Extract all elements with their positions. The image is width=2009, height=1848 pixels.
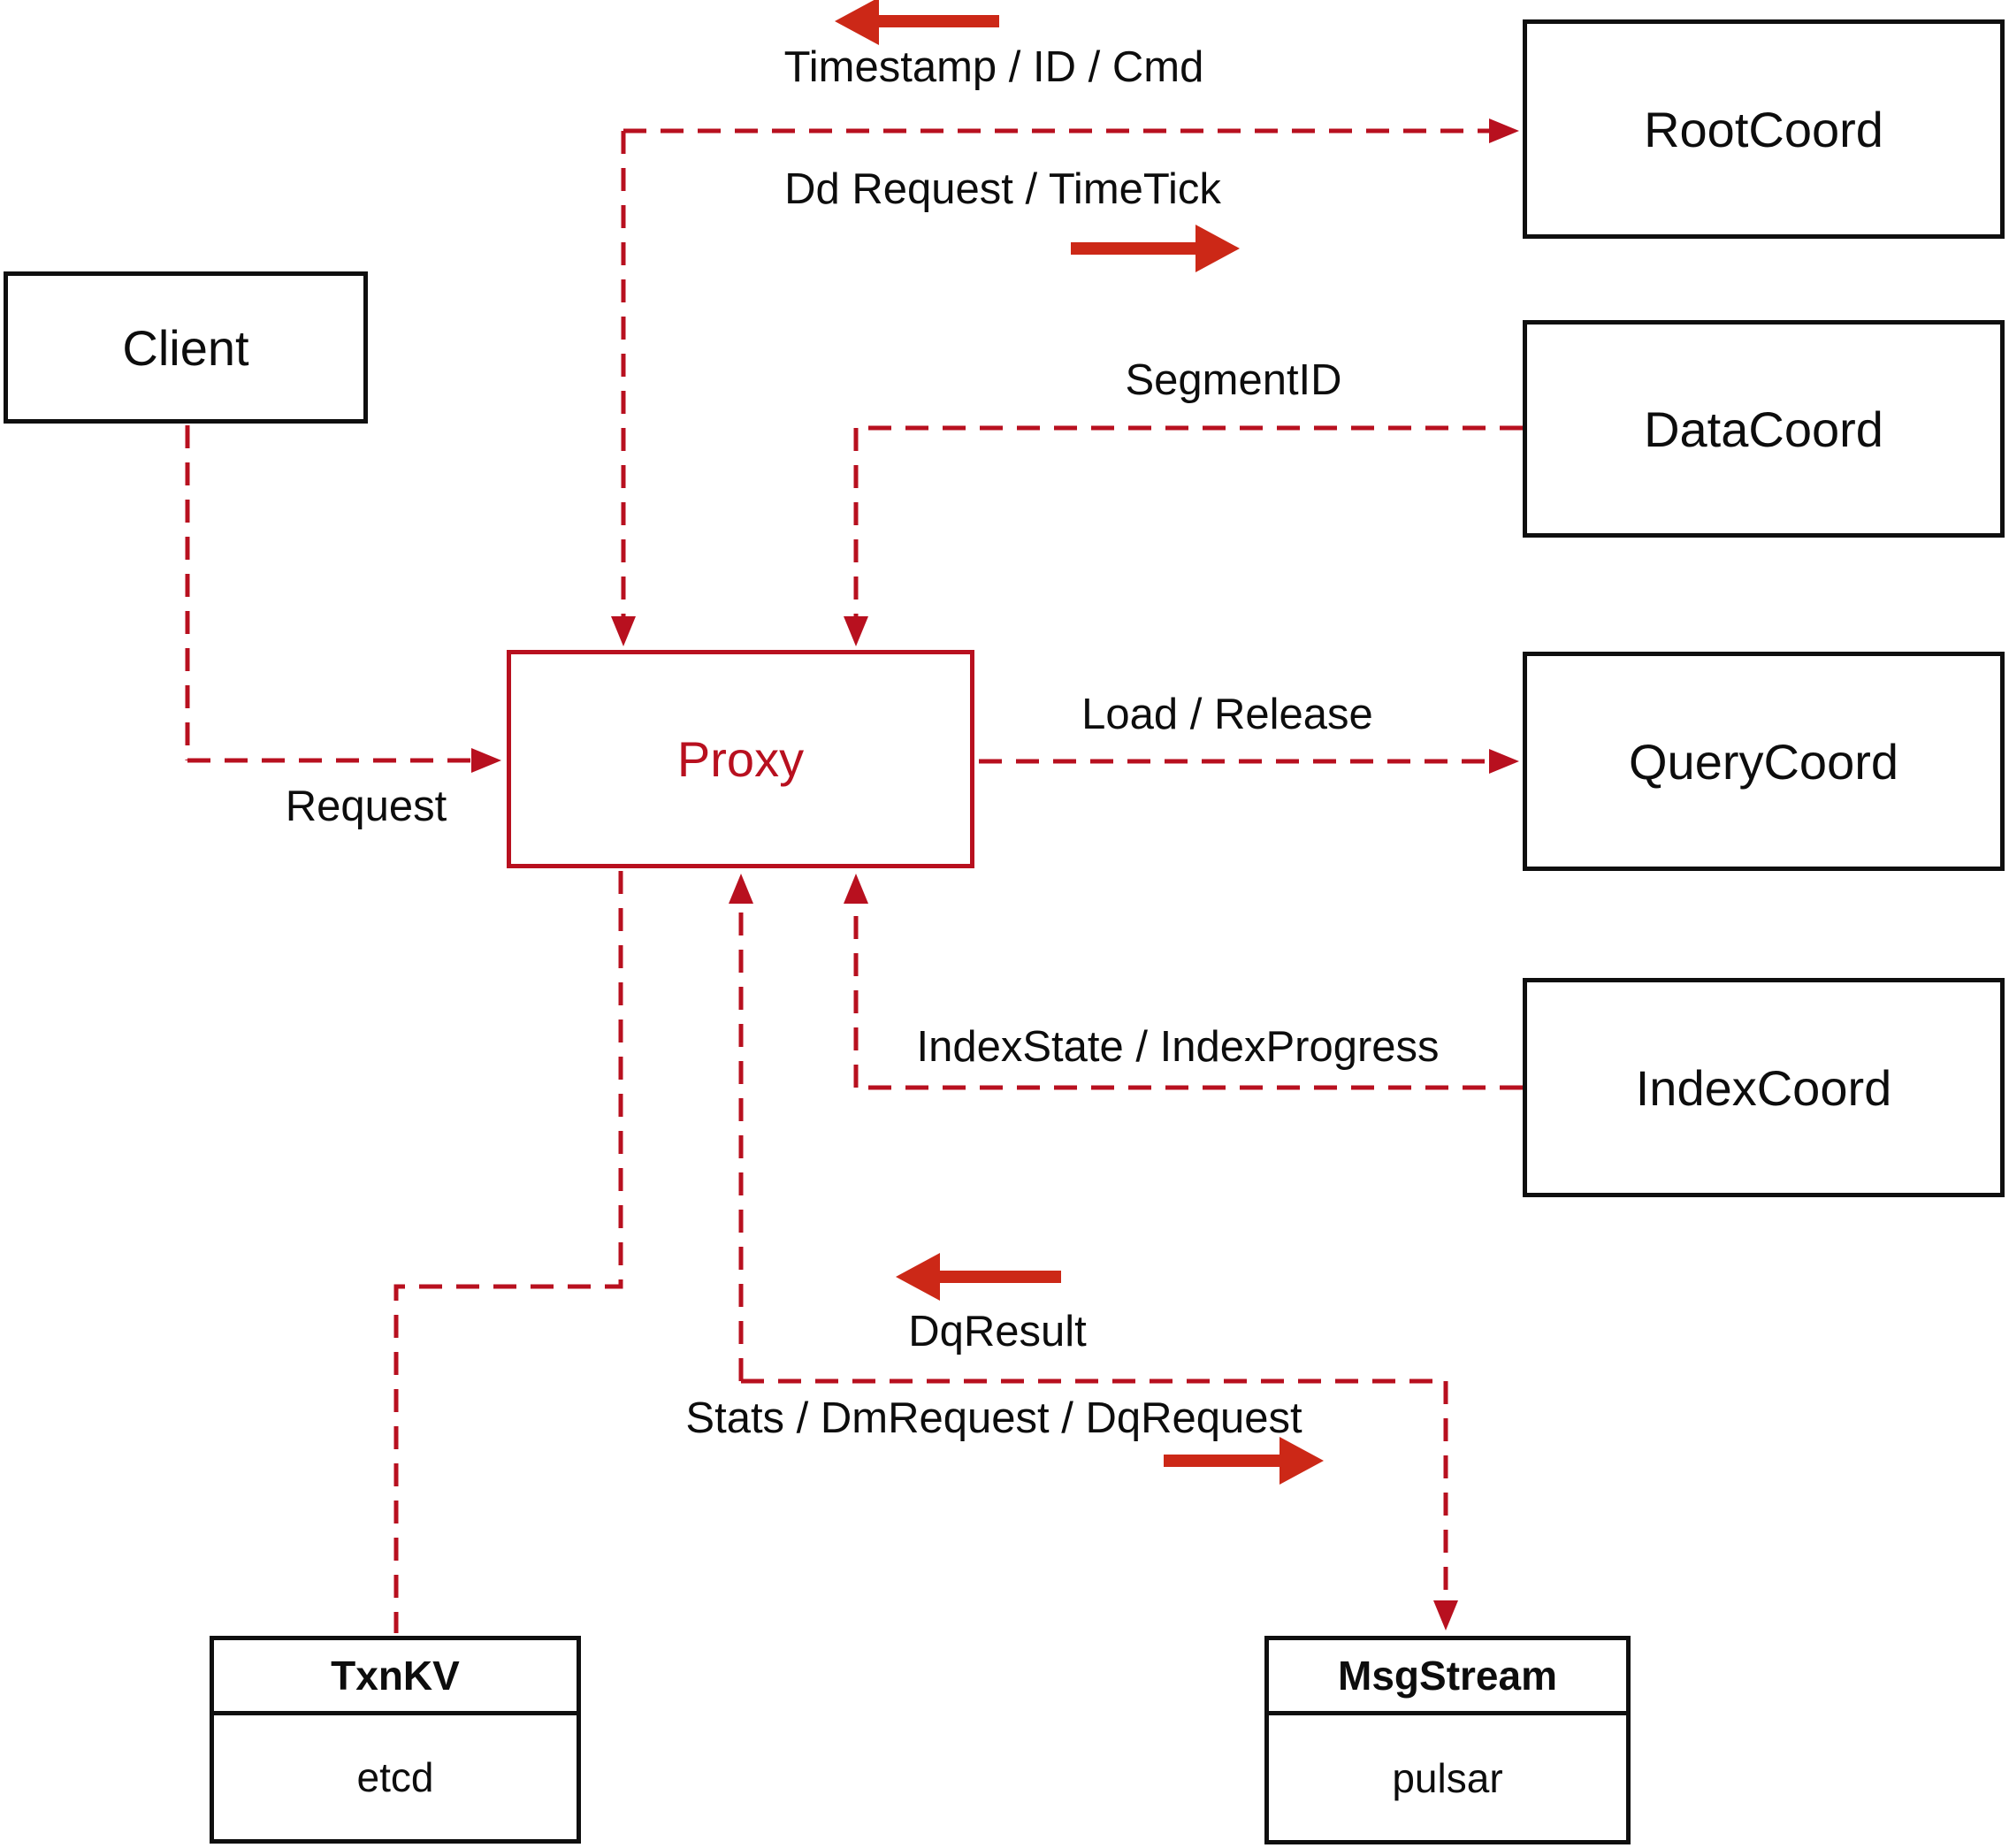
node-indexcoord: IndexCoord	[1523, 978, 2005, 1197]
node-proxy: Proxy	[507, 650, 974, 868]
node-datacoord: DataCoord	[1523, 320, 2005, 538]
edge-proxy-txnkv	[393, 871, 623, 1633]
node-indexcoord-label: IndexCoord	[1635, 1059, 1892, 1116]
node-txnkv-title: TxnKV	[214, 1640, 577, 1715]
node-msgstream-title: MsgStream	[1269, 1640, 1626, 1715]
node-proxy-label: Proxy	[676, 731, 805, 787]
edge-label-request: Request	[285, 783, 447, 830]
node-rootcoord-label: RootCoord	[1644, 101, 1883, 157]
node-msgstream: MsgStream pulsar	[1264, 1636, 1631, 1844]
timestamp-direction-arrow-left-icon	[835, 0, 999, 45]
edge-label-index-state: IndexState / IndexProgress	[916, 1023, 1440, 1071]
node-querycoord: QueryCoord	[1523, 652, 2005, 871]
edge-label-dd-request: Dd Request / TimeTick	[784, 165, 1221, 213]
node-querycoord-label: QueryCoord	[1628, 733, 1899, 790]
node-client: Client	[4, 271, 368, 424]
node-client-label: Client	[122, 319, 249, 376]
node-msgstream-value: pulsar	[1392, 1754, 1503, 1801]
edge-label-dq-result: DqResult	[908, 1308, 1087, 1355]
node-txnkv-value: etcd	[356, 1754, 434, 1800]
stats-direction-arrow-right-icon	[1164, 1437, 1324, 1485]
dd-request-direction-arrow-right-icon	[1071, 225, 1240, 272]
dq-result-direction-arrow-left-icon	[896, 1253, 1061, 1301]
node-datacoord-label: DataCoord	[1644, 401, 1883, 457]
node-txnkv: TxnKV etcd	[210, 1636, 581, 1844]
edge-label-stats: Stats / DmRequest / DqRequest	[685, 1394, 1302, 1442]
edge-label-load-release: Load / Release	[1081, 691, 1373, 738]
node-rootcoord: RootCoord	[1523, 19, 2005, 239]
edge-label-segment-id: SegmentID	[1125, 356, 1342, 404]
edge-label-timestamp: Timestamp / ID / Cmd	[783, 43, 1204, 91]
